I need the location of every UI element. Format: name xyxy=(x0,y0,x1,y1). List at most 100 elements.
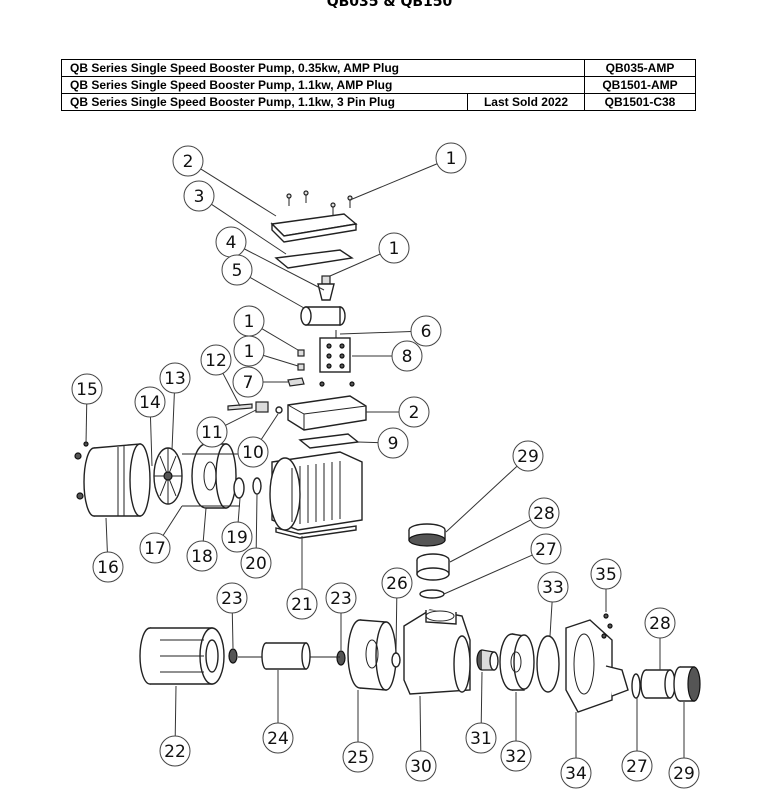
callout-number: 10 xyxy=(242,443,264,463)
callout-circle xyxy=(71,373,103,405)
callout-30: 30 xyxy=(405,750,437,782)
callout-circle xyxy=(381,567,413,599)
motor-body xyxy=(269,451,363,539)
callout-2: 2 xyxy=(398,396,430,428)
callout-1: 1 xyxy=(233,335,265,367)
callout-34: 34 xyxy=(560,757,592,789)
leader-line xyxy=(339,331,412,335)
cover-gasket xyxy=(274,249,354,269)
callout-number: 26 xyxy=(386,574,408,594)
rear-end-shield xyxy=(191,443,237,509)
callout-number: 8 xyxy=(402,347,413,367)
callout-3: 3 xyxy=(183,180,215,212)
leader-line xyxy=(549,601,553,637)
callout-number: 13 xyxy=(164,369,186,389)
callout-circle xyxy=(237,436,269,468)
callout-number: 9 xyxy=(388,434,399,454)
leader-line xyxy=(225,409,257,426)
table-row: QB Series Single Speed Booster Pump, 1.1… xyxy=(61,76,696,94)
callout-number: 19 xyxy=(226,528,248,548)
callout-27: 27 xyxy=(621,750,653,782)
callout-number: 25 xyxy=(347,748,369,768)
leader-lines xyxy=(85,163,685,758)
page-title: QB035 & QB150 xyxy=(326,0,453,10)
callout-number: 1 xyxy=(244,342,255,362)
callout-21: 21 xyxy=(286,588,318,620)
row-code: QB1501-AMP xyxy=(584,76,696,94)
callout-number: 6 xyxy=(421,322,432,342)
callout-28: 28 xyxy=(528,497,560,529)
callout-23: 23 xyxy=(325,582,357,614)
leader-line xyxy=(85,403,88,445)
union-nut-top xyxy=(408,523,446,547)
callout-number: 16 xyxy=(97,558,119,578)
callout-number: 29 xyxy=(673,764,695,784)
callout-26: 26 xyxy=(381,567,413,599)
leader-line xyxy=(231,612,234,649)
callout-circle xyxy=(621,750,653,782)
union-tail-top xyxy=(416,553,450,581)
callout-9: 9 xyxy=(377,427,409,459)
callout-circle xyxy=(378,232,410,264)
callout-circle xyxy=(232,366,264,398)
callout-18: 18 xyxy=(186,540,218,572)
leader-line xyxy=(237,497,241,523)
callout-24: 24 xyxy=(262,722,294,754)
rotor-shaft xyxy=(238,642,340,670)
leader-line xyxy=(329,253,381,277)
callout-circle xyxy=(262,722,294,754)
callout-19: 19 xyxy=(221,521,253,553)
callout-circle xyxy=(186,540,218,572)
callout-number: 28 xyxy=(533,504,555,524)
callout-circle xyxy=(590,558,622,590)
callout-circle xyxy=(668,757,700,789)
callout-circle xyxy=(196,416,228,448)
row-description: QB Series Single Speed Booster Pump, 1.1… xyxy=(61,76,585,94)
leader-line xyxy=(443,554,533,595)
terminal-base xyxy=(287,395,367,431)
cable-gland xyxy=(317,275,335,301)
leader-line xyxy=(149,416,153,467)
leader-line xyxy=(162,505,183,536)
callout-circle xyxy=(216,582,248,614)
leader-line xyxy=(445,465,518,533)
callout-number: 1 xyxy=(389,239,400,259)
callout-number: 14 xyxy=(139,393,161,413)
callout-number: 1 xyxy=(446,149,457,169)
callout-4: 4 xyxy=(215,226,247,258)
leader-line xyxy=(349,163,438,201)
callout-33: 33 xyxy=(537,571,569,603)
pump-cover xyxy=(565,619,629,713)
impeller xyxy=(476,649,499,671)
callout-number: 21 xyxy=(291,595,313,615)
callout-number: 1 xyxy=(244,312,255,332)
callout-circle xyxy=(233,335,265,367)
callout-circle xyxy=(410,315,442,347)
row-description: QB Series Single Speed Booster Pump, 1.1… xyxy=(61,93,468,111)
callout-circle xyxy=(240,547,272,579)
leader-line xyxy=(222,373,241,407)
callout-circle xyxy=(512,440,544,472)
callout-number: 33 xyxy=(542,578,564,598)
callout-circle xyxy=(500,740,532,772)
callout-1: 1 xyxy=(378,232,410,264)
callout-circle xyxy=(560,757,592,789)
callout-number: 4 xyxy=(226,233,237,253)
callout-27: 27 xyxy=(530,533,562,565)
callout-2: 2 xyxy=(172,145,204,177)
callout-circle xyxy=(405,750,437,782)
leader-line xyxy=(255,493,258,549)
table-row: QB Series Single Speed Booster Pump, 1.1… xyxy=(61,93,696,111)
callout-5: 5 xyxy=(221,254,253,286)
callout-circle xyxy=(159,362,191,394)
fan xyxy=(153,447,183,505)
callout-number: 24 xyxy=(267,729,289,749)
leader-line xyxy=(263,354,299,367)
callout-circle xyxy=(139,532,171,564)
union-tail-right xyxy=(640,669,676,699)
capacitor xyxy=(300,306,346,326)
row-note: Last Sold 2022 xyxy=(467,93,585,111)
callout-number: 29 xyxy=(517,447,539,467)
callout-number: 22 xyxy=(164,742,186,762)
callout-35: 35 xyxy=(590,558,622,590)
